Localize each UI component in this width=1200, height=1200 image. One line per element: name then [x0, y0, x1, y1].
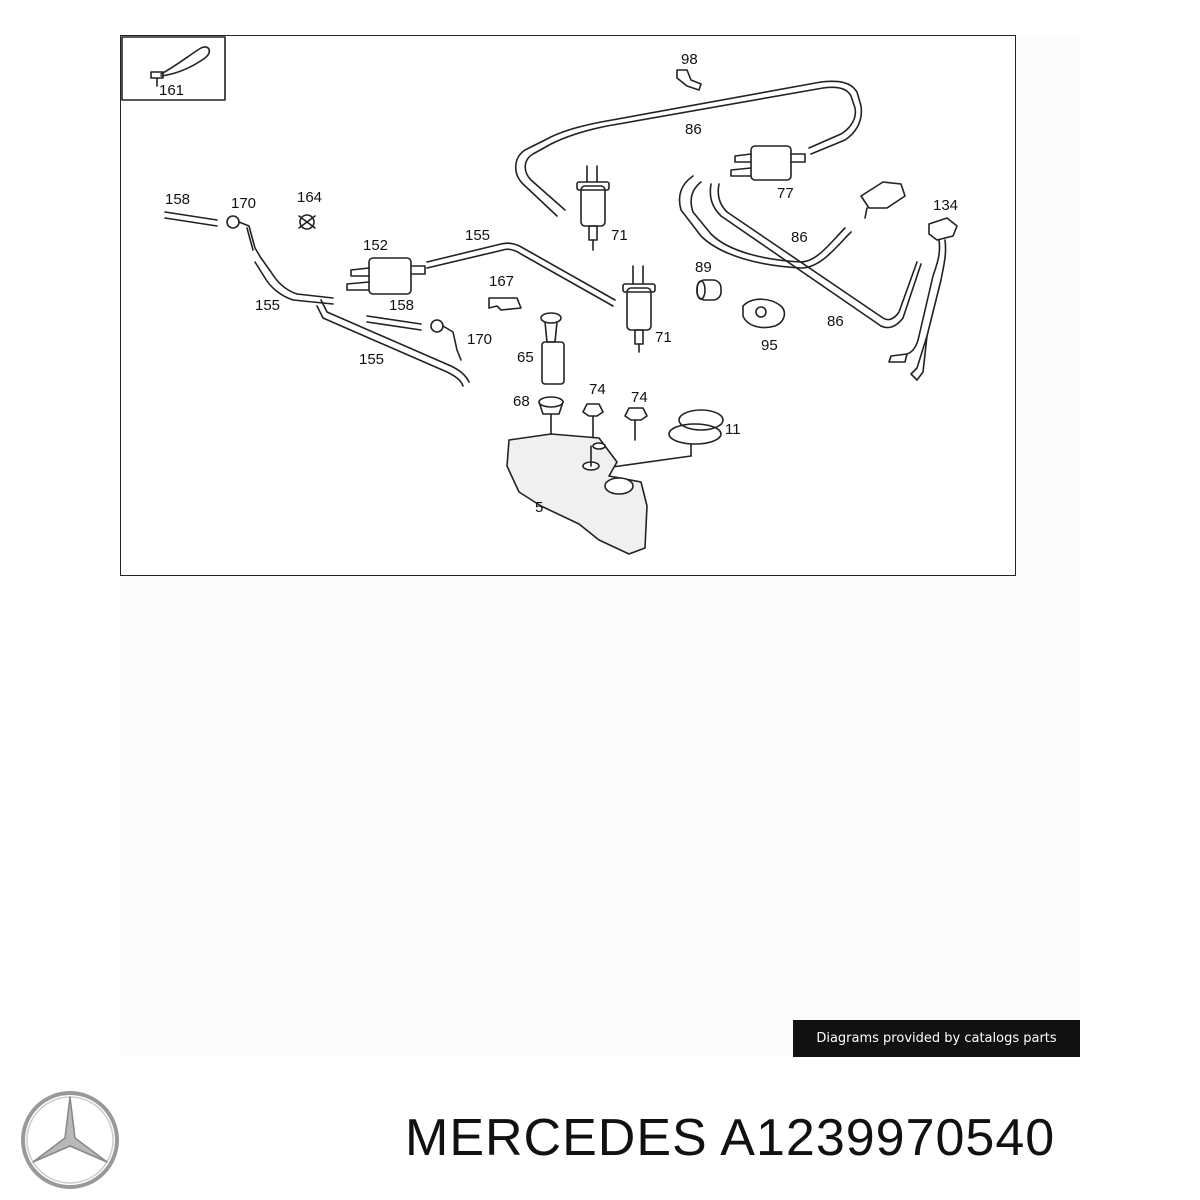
callout-134: 134	[933, 197, 959, 214]
hose-155-center	[426, 242, 616, 307]
callout-152: 152	[363, 237, 389, 254]
callout-71-upper: 71	[611, 227, 628, 244]
callout-170-lower: 170	[467, 331, 493, 348]
part-number: A1239970540	[720, 1109, 1056, 1167]
callout-77: 77	[777, 185, 794, 202]
callout-86-lower: 86	[827, 313, 844, 330]
part-77-valve	[730, 145, 806, 181]
part-170-nozzle-lower	[430, 319, 462, 361]
callout-98: 98	[681, 51, 698, 68]
callout-155-lower: 155	[359, 351, 385, 368]
part-158-hose-upper	[164, 211, 218, 227]
inset-box	[121, 36, 226, 101]
part-170-nozzle-upper	[226, 215, 262, 259]
parts-diagram: 161 98 86 158 170 164 152 155 71 77 86 1…	[120, 35, 1016, 576]
part-89-bushing	[696, 279, 722, 301]
part-11-cap	[604, 409, 724, 469]
callout-164: 164	[297, 189, 323, 206]
hose-86-lower	[709, 183, 922, 329]
callout-158-upper: 158	[165, 191, 191, 208]
part-5-reservoir	[506, 433, 648, 555]
callout-167: 167	[489, 273, 515, 290]
hose-155-left-lower	[316, 299, 470, 387]
callout-86-upper: 86	[685, 121, 702, 138]
callout-5: 5	[535, 499, 544, 516]
callout-158-lower: 158	[389, 297, 415, 314]
part-74-grommet-b	[624, 407, 648, 441]
callout-11: 11	[725, 421, 741, 438]
part-68-grommet	[538, 396, 564, 437]
callout-65: 65	[517, 349, 534, 366]
callout-89: 89	[695, 259, 712, 276]
part-nozzle-upper-right	[860, 181, 906, 219]
part-74-grommet-a	[582, 403, 604, 441]
callout-95: 95	[761, 337, 778, 354]
callout-74-b: 74	[631, 389, 648, 406]
callout-161: 161	[159, 82, 185, 99]
part-167-clip	[488, 297, 522, 311]
callout-71-lower: 71	[655, 329, 672, 346]
callout-74-a: 74	[589, 381, 606, 398]
part-152-valve	[346, 257, 426, 295]
product-title: MERCEDES A1239970540	[405, 1108, 1055, 1168]
mercedes-star-logo-icon	[18, 1088, 122, 1197]
part-71-valve-lower	[622, 265, 656, 353]
part-98-clip	[676, 69, 702, 91]
callout-86-middle: 86	[791, 229, 808, 246]
callout-68: 68	[513, 393, 530, 410]
part-158-hose-lower	[366, 315, 422, 331]
diagram-drawing	[121, 36, 958, 555]
hose-155-left-upper	[254, 257, 334, 305]
callout-170-upper: 170	[231, 195, 257, 212]
hose-86-upper	[514, 80, 863, 217]
hose-86-middle	[678, 175, 852, 269]
part-134-connector	[888, 217, 958, 381]
part-71-valve-upper	[576, 165, 610, 251]
credit-text: Diagrams provided by catalogs parts	[816, 1031, 1057, 1046]
brand-name: MERCEDES	[405, 1109, 708, 1167]
credit-banner: Diagrams provided by catalogs parts	[793, 1020, 1080, 1057]
callout-155-center: 155	[465, 227, 491, 244]
part-65-pump	[540, 312, 565, 385]
part-164-clip	[298, 214, 316, 230]
callout-155-left: 155	[255, 297, 281, 314]
part-95-clip	[742, 298, 786, 329]
part-161-cable-tie	[150, 46, 211, 87]
